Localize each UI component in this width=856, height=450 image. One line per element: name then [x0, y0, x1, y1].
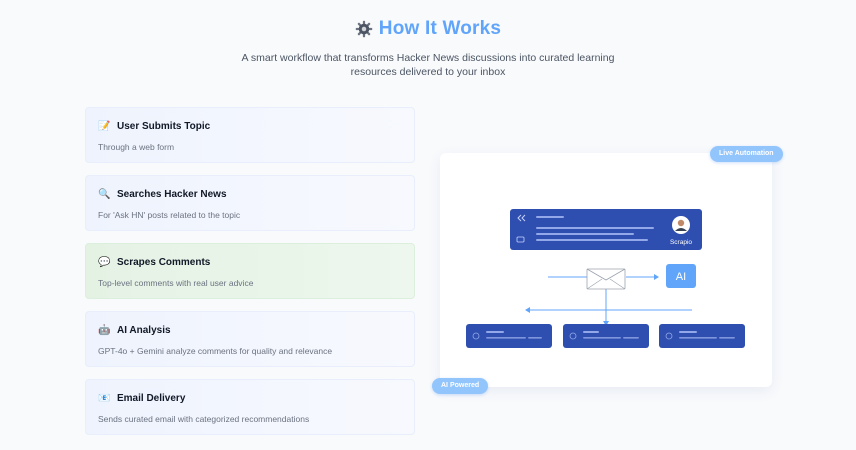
- step-title: User Submits Topic: [117, 121, 211, 132]
- output-card-2: [563, 324, 649, 348]
- step-title: AI Analysis: [117, 325, 171, 336]
- step-header: 📝 User Submits Topic: [98, 121, 210, 132]
- step-description: Through a web form: [98, 142, 175, 152]
- clock-icon: [569, 332, 577, 340]
- output-card-3: [659, 324, 745, 348]
- memo-icon: 📝: [98, 121, 111, 132]
- step-header: 💬 Scrapes Comments: [98, 257, 210, 268]
- step-email-delivery: 📧 Email Delivery Sends curated email wit…: [85, 379, 415, 435]
- step-user-submits-topic: 📝 User Submits Topic Through a web form: [85, 107, 415, 163]
- step-ai-analysis: 🤖 AI Analysis GPT-4o + Gemini analyze co…: [85, 311, 415, 367]
- magnifier-icon: 🔍: [98, 189, 111, 200]
- workflow-illustration: Scrapio AI: [440, 153, 772, 387]
- scraper-label: Scrapio: [670, 239, 692, 246]
- step-description: Top-level comments with real user advice: [98, 278, 254, 288]
- step-searches-hacker-news: 🔍 Searches Hacker News For 'Ask HN' post…: [85, 175, 415, 231]
- email-icon: 📧: [98, 393, 111, 404]
- ai-box: AI: [666, 264, 696, 288]
- envelope-icon: [586, 268, 626, 290]
- flow-diagram: Scrapio AI: [466, 209, 745, 348]
- speech-bubble-icon: 💬: [98, 257, 111, 268]
- robot-icon: 🤖: [98, 325, 111, 336]
- step-description: GPT-4o + Gemini analyze comments for qua…: [98, 346, 333, 356]
- gear-icon: [355, 20, 373, 38]
- output-card-1: [466, 324, 552, 348]
- step-header: 📧 Email Delivery: [98, 393, 185, 404]
- step-title: Searches Hacker News: [117, 189, 227, 200]
- page-title: How It Works: [378, 18, 502, 39]
- monitor-icon: [516, 236, 525, 243]
- step-description: For 'Ask HN' posts related to the topic: [98, 210, 241, 220]
- ai-powered-badge: AI Powered: [432, 378, 489, 394]
- title-row: How It Works: [0, 18, 856, 40]
- live-automation-badge: Live Automation: [710, 146, 783, 162]
- step-description: Sends curated email with categorized rec…: [98, 414, 310, 424]
- coin-icon: [665, 332, 673, 340]
- page-subtitle: A smart workflow that transforms Hacker …: [241, 52, 615, 78]
- step-scrapes-comments: 💬 Scrapes Comments Top-level comments wi…: [85, 243, 415, 299]
- flow-arrows: [525, 274, 692, 326]
- pin-icon: [472, 332, 480, 340]
- scraper-panel: Scrapio: [510, 209, 702, 250]
- ai-label: AI: [676, 271, 686, 283]
- chevron-left-icon: [517, 214, 526, 222]
- step-title: Scrapes Comments: [117, 257, 211, 268]
- step-title: Email Delivery: [117, 393, 186, 404]
- step-header: 🤖 AI Analysis: [98, 325, 171, 336]
- step-header: 🔍 Searches Hacker News: [98, 189, 227, 200]
